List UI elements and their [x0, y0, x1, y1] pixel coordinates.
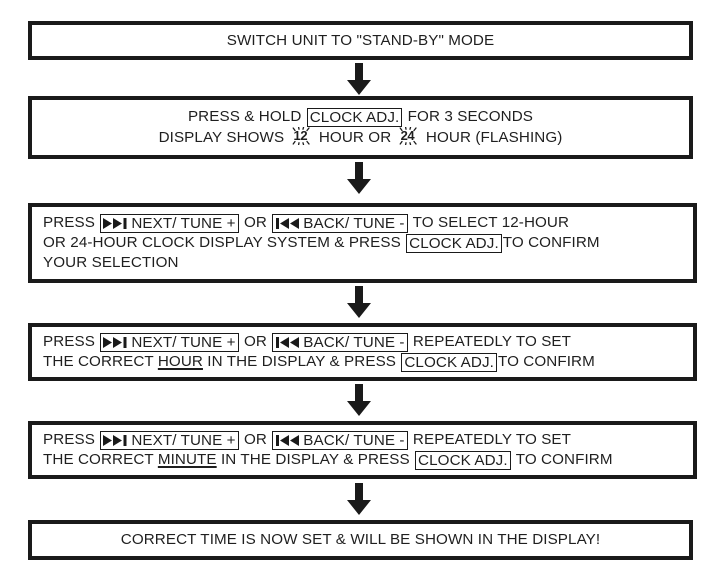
text-run: FOR 3 SECONDS	[403, 108, 534, 125]
keycap-clock-adj[interactable]: CLOCK ADJ.	[415, 451, 511, 470]
text-run: DISPLAY SHOWS	[158, 129, 289, 146]
previous-track-icon	[275, 435, 301, 446]
flow-step-select-12-or-24-hour: PRESS NEXT/ TUNE + OR BACK/ TUNE - TO SE…	[28, 203, 697, 283]
text-run: PRESS	[43, 214, 100, 231]
keycap-label: NEXT/ TUNE +	[131, 432, 236, 449]
text-run: OR	[239, 431, 272, 448]
keycap-label: BACK/ TUNE -	[303, 215, 405, 232]
flow-step-switch-standby: SWITCH UNIT TO "STAND-BY" MODE	[28, 21, 693, 60]
keycap-clock-adj[interactable]: CLOCK ADJ.	[401, 353, 497, 372]
step-2-line-2: DISPLAY SHOWS 12 HOUR OR 24 HOUR (FLASHI…	[32, 127, 689, 148]
emphasized-word: MINUTE	[157, 451, 217, 468]
flow-arrow-1	[346, 63, 372, 96]
keycap-label: CLOCK ADJ.	[309, 109, 400, 126]
text-run: REPEATEDLY TO SET	[408, 333, 572, 350]
next-track-icon	[103, 435, 129, 446]
next-track-icon	[103, 337, 129, 348]
flashing-digits-24: 24	[399, 127, 417, 145]
text-run: TO CONFIRM	[502, 234, 600, 251]
text-run: HOUR (FLASHING)	[421, 129, 563, 146]
step-5-line-2: THE CORRECT MINUTE IN THE DISPLAY & PRES…	[32, 450, 693, 470]
text-run: TO CONFIRM	[511, 451, 613, 468]
flow-step-set-minute: PRESS NEXT/ TUNE + OR BACK/ TUNE - REPEA…	[28, 421, 697, 479]
step-3-line-2: OR 24-HOUR CLOCK DISPLAY SYSTEM & PRESS …	[32, 233, 693, 253]
step-5-line-1: PRESS NEXT/ TUNE + OR BACK/ TUNE - REPEA…	[32, 430, 693, 450]
text-run: IN THE DISPLAY & PRESS	[202, 353, 401, 370]
keycap-label: CLOCK ADJ.	[404, 354, 494, 371]
keycap-next-tune-plus[interactable]: NEXT/ TUNE +	[100, 333, 239, 352]
keycap-next-tune-plus[interactable]: NEXT/ TUNE +	[100, 214, 239, 233]
flow-arrow-5	[346, 483, 372, 516]
step-2-line-1: PRESS & HOLD CLOCK ADJ. FOR 3 SECONDS	[32, 107, 689, 127]
emphasized-word: HOUR	[157, 353, 203, 370]
step-4-line-1: PRESS NEXT/ TUNE + OR BACK/ TUNE - REPEA…	[32, 332, 693, 352]
previous-track-icon	[275, 337, 301, 348]
text-run: OR	[239, 333, 272, 350]
flow-step-set-hour: PRESS NEXT/ TUNE + OR BACK/ TUNE - REPEA…	[28, 323, 697, 381]
keycap-label: BACK/ TUNE -	[303, 334, 405, 351]
flow-step-press-hold-clock-adj: PRESS & HOLD CLOCK ADJ. FOR 3 SECONDS DI…	[28, 96, 693, 159]
text-run: THE CORRECT	[43, 353, 158, 370]
text-run: IN THE DISPLAY & PRESS	[216, 451, 415, 468]
keycap-label: BACK/ TUNE -	[303, 432, 405, 449]
text-run: CORRECT TIME IS NOW SET & WILL BE SHOWN …	[120, 531, 601, 548]
keycap-back-tune-minus[interactable]: BACK/ TUNE -	[272, 431, 408, 450]
step-1-line-1: SWITCH UNIT TO "STAND-BY" MODE	[32, 31, 689, 51]
text-run: PRESS	[43, 333, 100, 350]
keycap-clock-adj[interactable]: CLOCK ADJ.	[306, 108, 403, 127]
text-run: OR 24-HOUR CLOCK DISPLAY SYSTEM & PRESS	[43, 234, 406, 251]
keycap-back-tune-minus[interactable]: BACK/ TUNE -	[272, 333, 408, 352]
keycap-back-tune-minus[interactable]: BACK/ TUNE -	[272, 214, 408, 233]
flow-arrow-2	[346, 162, 372, 195]
text-run: YOUR SELECTION	[43, 254, 179, 271]
text-run: TO CONFIRM	[497, 353, 595, 370]
flow-arrow-4	[346, 384, 372, 417]
keycap-label: CLOCK ADJ.	[409, 235, 499, 252]
text-run: SWITCH UNIT TO "STAND-BY" MODE	[226, 31, 495, 49]
step-6-line-1: CORRECT TIME IS NOW SET & WILL BE SHOWN …	[32, 530, 689, 550]
keycap-label: NEXT/ TUNE +	[131, 215, 236, 232]
step-3-line-1: PRESS NEXT/ TUNE + OR BACK/ TUNE - TO SE…	[32, 213, 693, 233]
keycap-clock-adj[interactable]: CLOCK ADJ.	[406, 234, 502, 253]
text-run: OR	[239, 214, 272, 231]
previous-track-icon	[275, 218, 301, 229]
flow-step-time-set-confirmation: CORRECT TIME IS NOW SET & WILL BE SHOWN …	[28, 520, 693, 560]
text-run: REPEATEDLY TO SET	[408, 431, 572, 448]
text-run: PRESS & HOLD	[187, 108, 306, 125]
keycap-label: NEXT/ TUNE +	[131, 334, 236, 351]
flow-arrow-3	[346, 286, 372, 319]
text-run: TO SELECT 12-HOUR	[408, 214, 570, 231]
step-4-line-2: THE CORRECT HOUR IN THE DISPLAY & PRESS …	[32, 352, 693, 372]
keycap-label: CLOCK ADJ.	[418, 452, 508, 469]
step-3-line-3: YOUR SELECTION	[32, 253, 693, 273]
text-run: HOUR OR	[314, 129, 396, 146]
text-run: PRESS	[43, 431, 100, 448]
text-run: THE CORRECT	[43, 451, 158, 468]
keycap-next-tune-plus[interactable]: NEXT/ TUNE +	[100, 431, 239, 450]
next-track-icon	[103, 218, 129, 229]
flashing-digits-12: 12	[292, 127, 310, 145]
